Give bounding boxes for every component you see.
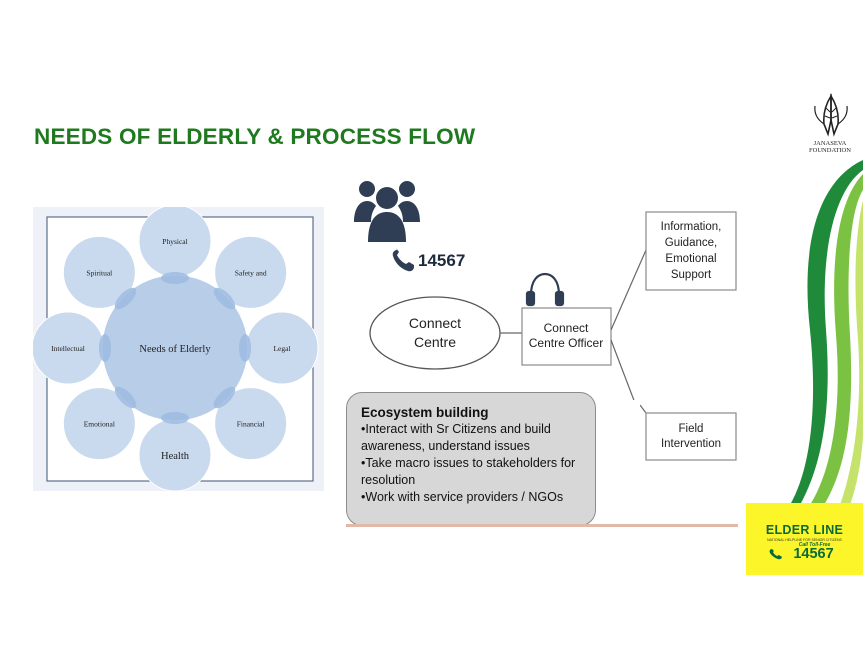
ecosystem-underline xyxy=(346,524,738,527)
label-line: Connect xyxy=(544,321,589,335)
petal-overlap xyxy=(114,287,137,310)
petal-label: Safety and xyxy=(235,268,267,277)
praying-hands-icon xyxy=(814,93,848,137)
petal-label: Intellectual xyxy=(51,344,85,353)
petal-circle xyxy=(214,235,288,309)
ecosystem-bullet: •Take macro issues to stakeholders for r… xyxy=(361,456,576,487)
petal-overlap xyxy=(213,287,236,310)
flow-connector xyxy=(610,339,635,400)
page-title: NEEDS OF ELDERLY & PROCESS FLOW xyxy=(34,124,476,149)
petal-overlap xyxy=(99,334,111,362)
elder-line-call-text: Call Toll-Free xyxy=(798,542,831,548)
logo-caption-line: FOUNDATION xyxy=(809,147,851,154)
flow-connector xyxy=(640,405,647,414)
information-support-node xyxy=(645,211,737,291)
elder-line-subtitle: NATIONAL HELPLINE FOR SENIOR CITIZENS xyxy=(767,538,842,542)
petal-label: Health xyxy=(161,451,190,462)
label-line: Centre Officer xyxy=(529,336,603,350)
center-label: Needs of Elderly xyxy=(139,344,211,355)
swoosh-light xyxy=(810,174,863,505)
lotus-hands-logo xyxy=(806,90,856,156)
petal-overlap xyxy=(213,386,236,409)
label-line: Emotional xyxy=(665,253,716,265)
petal-label: Physical xyxy=(162,237,187,246)
logo-caption: JANASEVA FOUNDATION xyxy=(800,140,860,154)
label-line: Information, xyxy=(661,221,722,233)
petal-overlap xyxy=(161,272,189,284)
swoosh-dark xyxy=(790,160,863,505)
petal-label: Spiritual xyxy=(86,268,112,277)
ecosystem-bullet: •Interact with Sr Citizens and build awa… xyxy=(361,422,551,453)
logo-caption-line: JANASEVA xyxy=(813,140,847,147)
elder-line-number-text: 14567 xyxy=(793,546,834,562)
connect-centre-node xyxy=(369,296,501,370)
helpline-number: 14567 xyxy=(418,251,465,270)
ecosystem-heading: Ecosystem building xyxy=(361,405,489,420)
connect-centre-officer-node xyxy=(521,307,612,366)
ecosystem-bullet: •Work with service providers / NGOs xyxy=(361,490,564,504)
phone-icon xyxy=(392,248,414,272)
petal-overlap xyxy=(114,386,137,409)
label-line: Guidance, xyxy=(665,237,717,249)
field-intervention-node xyxy=(645,412,737,461)
flow-connector xyxy=(610,249,647,331)
label-line: Intervention xyxy=(661,438,721,450)
petal-overlap xyxy=(239,334,251,362)
petal-label: Emotional xyxy=(84,420,115,429)
label-line: Support xyxy=(671,269,712,281)
headset-icon xyxy=(525,272,565,307)
green-swoosh-decoration xyxy=(790,160,863,505)
label-line: Field xyxy=(679,423,704,435)
petal-circle xyxy=(62,235,136,309)
petal-circle xyxy=(62,387,136,461)
petal-label: Financial xyxy=(237,420,265,429)
swoosh-pale xyxy=(840,200,863,505)
label-line: Centre xyxy=(414,334,456,350)
elder-line-badge: ELDER LINE NATIONAL HELPLINE FOR SENIOR … xyxy=(746,503,863,575)
petal-overlap xyxy=(161,412,189,424)
elder-line-number: 14567 xyxy=(746,546,863,562)
petal-circle xyxy=(214,387,288,461)
ecosystem-building-box: Ecosystem building •Interact with Sr Cit… xyxy=(346,392,596,526)
phone-icon xyxy=(769,549,782,560)
ecosystem-bullet-list: •Interact with Sr Citizens and build awa… xyxy=(361,421,585,506)
group-of-people-icon xyxy=(354,181,420,242)
elder-line-title: ELDER LINE xyxy=(765,523,844,537)
label-line: Connect xyxy=(409,315,461,331)
petal-label: Legal xyxy=(273,344,290,353)
